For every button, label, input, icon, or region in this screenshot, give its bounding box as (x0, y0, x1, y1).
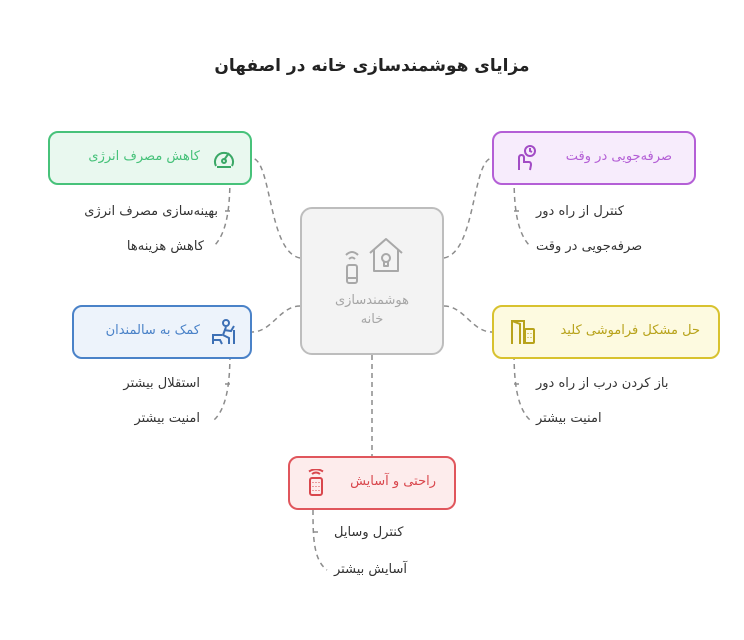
elderly-person-icon (212, 319, 235, 345)
connector-elderly-sub (213, 345, 231, 421)
connector-comfort-sub (312, 509, 328, 571)
energy-item-2: کاهش هزینه‌ها (126, 239, 204, 254)
connector-keys (443, 305, 493, 333)
branch-elderly-help: کمک به سالمندان (72, 305, 252, 359)
page-title: مزایای هوشمندسازی خانه در اصفهان (214, 56, 530, 76)
center-node: هوشمندسازی خانه (300, 207, 444, 355)
comfort-item-2: آسایش بیشتر (334, 562, 408, 577)
connector-energy-sub (213, 169, 231, 247)
branch-time-label: صرفه‌جویی در وقت (565, 149, 672, 164)
gauge-icon (214, 151, 234, 168)
time-item-1: کنترل از راه دور (536, 204, 624, 219)
elderly-item-1: استقلال بیشتر (123, 376, 200, 391)
branch-energy-label: کاهش مصرف انرژی (88, 149, 200, 164)
connector-energy (251, 157, 301, 259)
touch-clock-icon (518, 145, 536, 171)
center-label: هوشمندسازی خانه (334, 293, 410, 327)
connector-time-sub (513, 169, 531, 247)
keys-item-2: امنیت بیشتر (536, 411, 602, 426)
connector-keys-sub (513, 345, 531, 421)
keys-item-1: باز کردن درب از راه دور (536, 376, 669, 391)
time-item-2: صرفه‌جویی در وقت (536, 239, 643, 254)
branch-comfort: راحتی و آسایش (288, 456, 456, 510)
branch-time-saving: صرفه‌جویی در وقت (492, 131, 696, 185)
smart-home-icon (345, 238, 403, 284)
energy-item-1: بهینه‌سازی مصرف انرژی (84, 204, 218, 219)
connector-elderly (251, 305, 301, 333)
connector-time (443, 157, 493, 259)
remote-control-icon (308, 469, 324, 496)
door-keypad-icon (511, 320, 535, 344)
branch-keys-label: حل مشکل فراموشی کلید (560, 323, 700, 338)
comfort-item-1: کنترل وسایل (334, 525, 404, 540)
branch-key-forgetting: حل مشکل فراموشی کلید (492, 305, 720, 359)
branch-comfort-label: راحتی و آسایش (350, 474, 436, 489)
branch-energy-saving: کاهش مصرف انرژی (48, 131, 252, 185)
elderly-item-2: امنیت بیشتر (134, 411, 200, 426)
branch-elderly-label: کمک به سالمندان (105, 323, 200, 338)
